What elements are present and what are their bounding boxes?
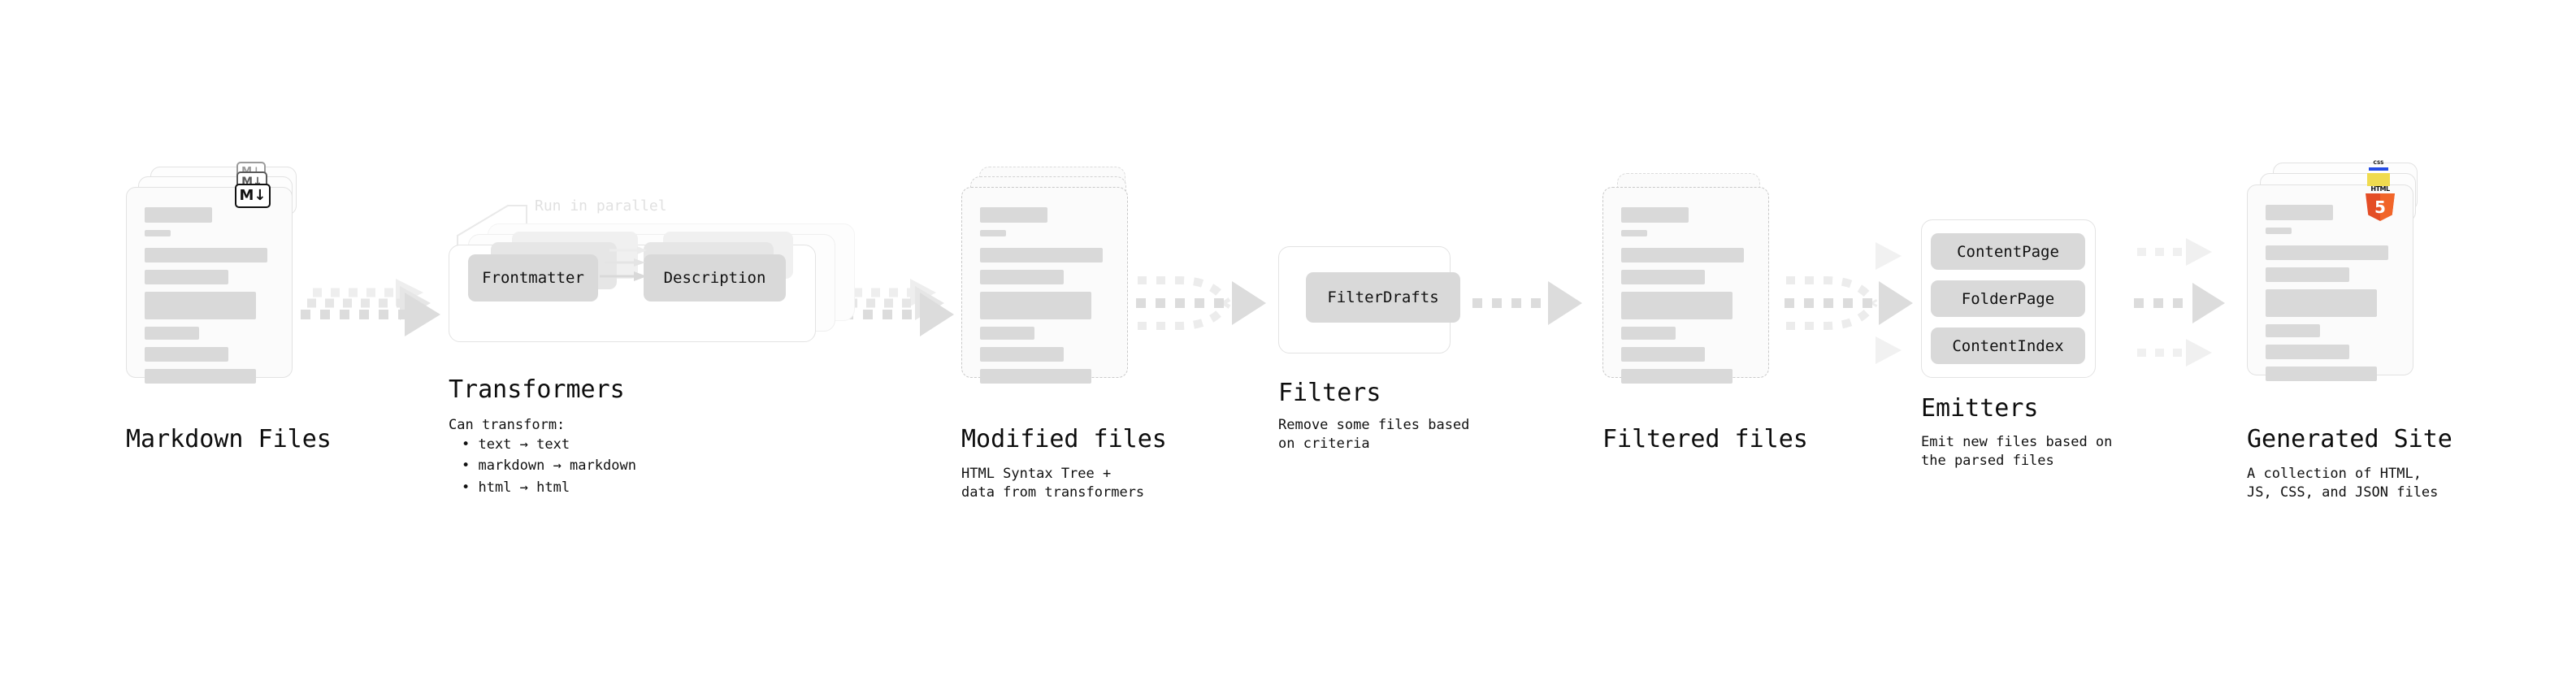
filtered-card-front [1602,187,1769,384]
markdown-badge-icon: M↓ [235,184,271,208]
transformers-bullet-0: • text → text [462,436,570,453]
generated-site-desc: A collection of HTML, JS, CSS, and JSON … [2247,466,2439,501]
transformer-chip-frontmatter-label: Frontmatter [482,269,584,287]
markdown-card-front [126,187,293,384]
arrow-modified-to-filters [1136,276,1266,330]
filtered-files-title: Filtered files [1602,425,1808,453]
emitter-chip-contentpage-label: ContentPage [1957,242,2059,261]
filters-title: Filters [1278,379,1381,407]
modified-files-title: Modified files [961,425,1167,453]
filter-chip-filterdrafts-label: FilterDrafts [1327,288,1439,306]
transformer-chip-frontmatter[interactable]: Frontmatter [468,254,598,301]
emitter-chip-folderpage-label: FolderPage [1961,289,2055,308]
transformer-chip-description-label: Description [663,269,766,287]
emitters-desc: Emit new files based on the parsed files [1921,434,2113,469]
markdown-card-content-lines [145,207,274,391]
transformer-chip-description[interactable]: Description [644,254,786,301]
markdown-badge-text: M↓ [239,187,267,204]
transformers-desc: Can transform: [449,417,566,433]
generated-site-title: Generated Site [2247,425,2452,453]
modified-card-content-lines [980,207,1109,391]
emitter-chip-contentindex[interactable]: ContentIndex [1931,327,2085,364]
arrow-emitters-fan-in [1876,242,1902,364]
html5-five-glyph: 5 [2374,197,2386,217]
js-badge-icon [2367,173,2390,186]
css-badge-icon: CSS [2369,160,2388,173]
modified-files-desc: HTML Syntax Tree + data from transformer… [961,466,1145,501]
filters-desc: Remove some files based on criteria [1278,417,1470,452]
emitters-title: Emitters [1921,394,2039,423]
transformers-bullet-2: • html → html [462,479,570,496]
markdown-files-title: Markdown Files [126,425,332,453]
generated-card-content-lines [2266,205,2395,388]
html5-badge-text: HTML [2370,185,2390,193]
transformer-inner-arrows [600,246,647,281]
emitter-chip-contentindex-label: ContentIndex [1952,336,2064,355]
arrow-markdown-to-transformers [301,279,440,336]
transformers-bullet-1: • markdown → markdown [462,458,636,474]
html5-badge-icon: HTML 5 [2366,185,2395,221]
filtered-card-content-lines [1621,207,1750,391]
css-badge-bar [2369,167,2388,171]
run-in-parallel-label: Run in parallel [535,197,667,215]
emitter-chip-folderpage[interactable]: FolderPage [1931,280,2085,317]
css-badge-text: CSS [2373,160,2384,166]
modified-card-front [961,187,1128,384]
arrow-emitters-to-site [2134,238,2225,367]
transformers-title: Transformers [449,375,625,404]
arrow-filters-to-filtered [1472,281,1582,325]
filter-chip-filterdrafts[interactable]: FilterDrafts [1306,272,1460,323]
html5-shield-inner [2380,193,2395,221]
emitter-chip-contentpage[interactable]: ContentPage [1931,233,2085,270]
arrow-filtered-to-emitters [1785,276,1913,330]
